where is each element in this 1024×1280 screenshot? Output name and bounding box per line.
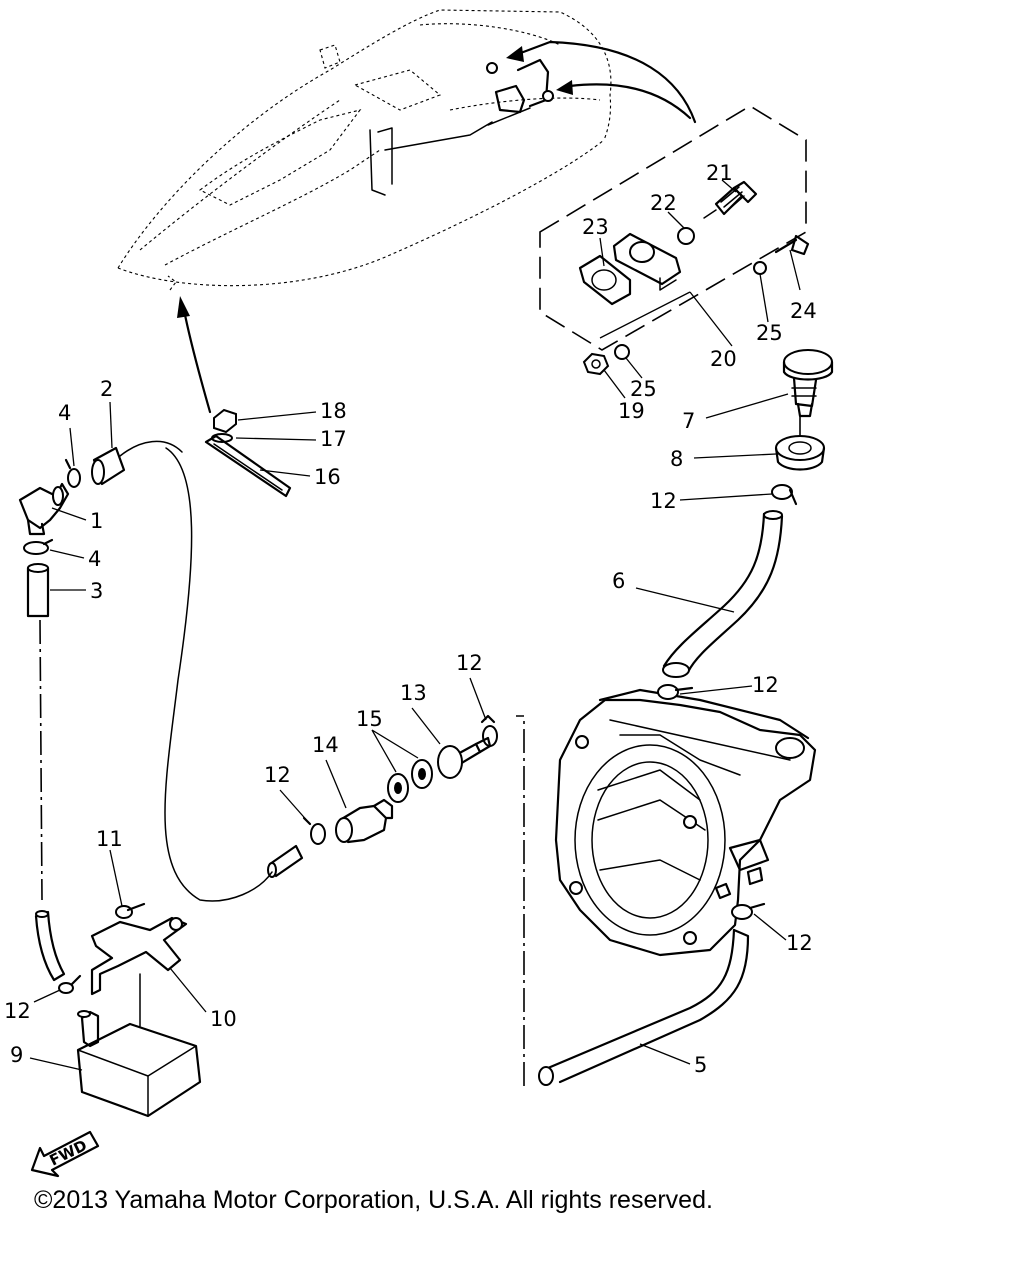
callout-6: 6	[612, 569, 625, 593]
lower-left-hose	[34, 910, 66, 982]
part-14-check-valve	[335, 798, 394, 844]
callout-12-top-right: 12	[650, 489, 677, 513]
callout-15: 15	[356, 707, 383, 731]
fwd-label: FWD	[47, 1136, 90, 1169]
part-3-routing-line	[39, 619, 43, 901]
callout-leader-lines	[29, 179, 801, 1071]
part-15-washers	[387, 759, 433, 803]
part-13-fitting	[437, 736, 492, 779]
diagram-canvas: FWD 21 22	[4, 9, 834, 1178]
callout-1: 1	[90, 509, 103, 533]
callout-12-pump-top: 12	[752, 673, 779, 697]
copyright-notice: ©2013 Yamaha Motor Corporation, U.S.A. A…	[34, 1186, 713, 1214]
part-19-nut	[582, 352, 610, 376]
part-22-o-ring	[677, 227, 695, 245]
part-5-hose	[538, 928, 750, 1086]
part-5-routing-line	[516, 715, 525, 1086]
fwd-direction-indicator: FWD	[30, 1130, 100, 1178]
part-3-hose	[26, 563, 50, 618]
part-25-washer	[614, 344, 630, 360]
callout-12-center-right: 12	[456, 651, 483, 675]
long-hose-line	[164, 447, 273, 902]
callout-10: 10	[210, 1007, 237, 1031]
part-12-clamp-center-left	[302, 816, 326, 845]
part-18-nut	[213, 408, 237, 434]
hose-connector-sleeve	[267, 844, 304, 878]
callout-23: 23	[582, 215, 609, 239]
part-12-clamp-pump-side	[731, 902, 766, 920]
callout-9: 9	[10, 1043, 23, 1067]
part-12-clamp-pump-top	[657, 684, 694, 700]
part-16-bracket-plate	[204, 434, 292, 498]
callout-21: 21	[706, 161, 733, 185]
part-25-washer-inset	[753, 261, 767, 275]
part-9-tank	[76, 1010, 202, 1118]
part-8-nut	[774, 435, 826, 471]
callout-19: 19	[618, 399, 645, 423]
callout-numbers: 21 22 23 24 25 20 25 19 7 8 12 6 12 12 5…	[4, 161, 817, 1077]
part-11-screw	[115, 902, 146, 919]
part-7-fitting	[782, 349, 834, 418]
callout-2: 2	[100, 377, 113, 401]
callout-3: 3	[90, 579, 103, 603]
callout-12-lower-left: 12	[4, 999, 31, 1023]
callout-12-center-left: 12	[264, 763, 291, 787]
callout-25: 25	[630, 377, 657, 401]
part-21-drain-plug	[703, 180, 758, 219]
callout-22: 22	[650, 191, 677, 215]
hull-outline	[117, 9, 612, 291]
part-12-clamp-upper	[771, 484, 798, 506]
callout-16: 16	[314, 465, 341, 489]
part-6-hose	[662, 510, 784, 678]
part-2-hose-joint	[91, 446, 126, 486]
callout-12-pump-side: 12	[786, 931, 813, 955]
callout-17: 17	[320, 427, 347, 451]
callout-13: 13	[400, 681, 427, 705]
callout-4-lower: 4	[88, 547, 101, 571]
part-4-clamp-upper	[64, 458, 81, 488]
part-4-clamp-lower	[23, 538, 54, 555]
part-12-clamp-lower-left	[58, 974, 82, 994]
inset-reference-arrows	[177, 40, 697, 414]
hull-mounted-assembly	[486, 58, 554, 126]
part-1-elbow	[18, 482, 70, 536]
callout-20: 20	[710, 347, 737, 371]
callout-4-upper: 4	[58, 401, 71, 425]
hose-top-curve	[119, 440, 183, 457]
callout-18: 18	[320, 399, 347, 423]
callout-5: 5	[694, 1053, 707, 1077]
part-10-bracket	[90, 916, 188, 996]
callout-8: 8	[670, 447, 683, 471]
callout-24: 24	[790, 299, 817, 323]
callout-25-inset: 25	[756, 321, 783, 345]
part-12-clamp-center-right	[480, 714, 498, 747]
callout-11: 11	[96, 827, 123, 851]
part-23-gasket	[578, 254, 632, 306]
jet-pump-housing	[554, 688, 817, 957]
callout-7: 7	[682, 409, 695, 433]
part-20-flange-housing	[612, 232, 682, 291]
callout-14: 14	[312, 733, 339, 757]
part-24-bolt	[774, 234, 810, 256]
